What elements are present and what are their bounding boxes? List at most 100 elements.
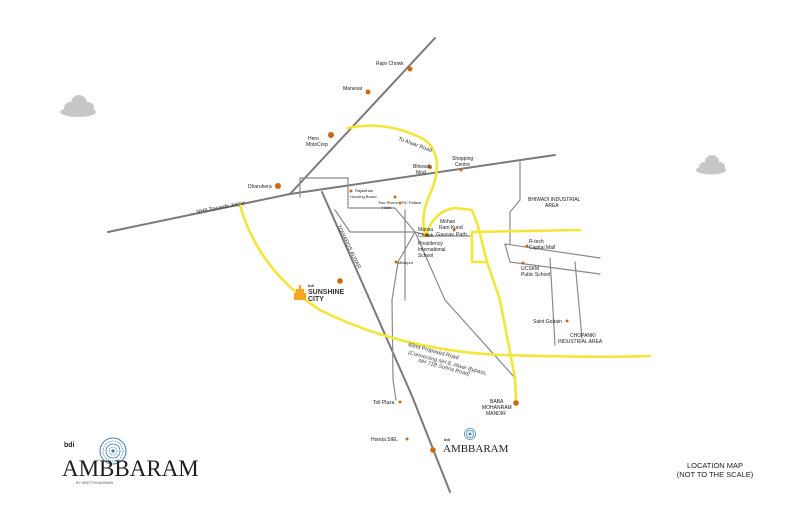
- poi-label: Two Rivers: [378, 200, 398, 205]
- poi-hero-motocorp: Hero MotoCorp: [306, 132, 334, 148]
- poi-marker: [405, 437, 409, 441]
- poi-chopanki-industrial-area: CHOPANKI INDUSTRIAL AREA: [558, 333, 603, 345]
- skyline-icon: [294, 285, 306, 300]
- poi-label: Centre: [455, 162, 470, 168]
- poi-marker: [393, 195, 397, 199]
- poi-label: BABA: [490, 399, 504, 405]
- towards-alwar-label: TOWARDS ALWAR: [335, 224, 361, 270]
- link-road: [346, 124, 439, 238]
- poi-marker: [337, 278, 343, 284]
- poi-mansa-chowk: Mansa Chowk: [418, 227, 434, 239]
- cloud-icon: [696, 155, 726, 175]
- poi-bhiwadi-industrial-area: BHIWADI INDUSTRIAL AREA: [528, 197, 581, 209]
- poi-ambbaram-project: bdi AMBBARAM: [430, 428, 509, 455]
- sunshine-brand: bdi: [308, 283, 314, 288]
- poi-label: Hotel: [382, 205, 391, 210]
- poi-label: Toll Plaza: [373, 400, 395, 406]
- poi-label: Ram Kund: [439, 225, 463, 231]
- gaurav-path-label: Gaurav Path: [436, 232, 467, 238]
- poi-label: Housing Board: [350, 194, 376, 199]
- poi-marker: [513, 400, 519, 406]
- alwar-road: [321, 191, 451, 493]
- poi-label: AREA: [545, 203, 559, 209]
- cloud-icon: [60, 95, 96, 117]
- poi-marker: [398, 201, 402, 205]
- poi-label: Honda SIEL: [371, 437, 398, 443]
- poi-label: Mansa: [418, 227, 433, 233]
- poi-label: BHIWADI INDUSTRIAL: [528, 197, 581, 203]
- poi-label: MOHANRAM: [482, 405, 512, 411]
- link-road-label: To Alwar Road: [397, 136, 432, 154]
- poi-marker: [430, 447, 436, 453]
- brand-title: AMBBARAM: [62, 456, 199, 481]
- poi-marker: [428, 165, 432, 169]
- poi-label: Pubic School: [521, 272, 550, 278]
- caption-title: LOCATION MAP: [686, 461, 744, 470]
- poi-marker: [365, 89, 371, 95]
- poi-saint-gobain: Saint Gobain: [533, 319, 569, 325]
- poi-marker: [452, 228, 456, 232]
- poi-label: MotoCorp: [306, 142, 328, 148]
- poi-baba-mohanram-mandir: BABA MOHANRAM MANDIR: [482, 399, 519, 417]
- poi-label: Manesar: [343, 86, 363, 92]
- poi-marker: [565, 319, 569, 323]
- brand-name: bdi: [64, 442, 75, 449]
- poi-marker: [328, 132, 334, 138]
- poi-bhiwadi-mod: Bhiwadi Mod: [413, 164, 432, 176]
- highlight-roads: [238, 124, 652, 402]
- poi-label: Bhiwadi: [413, 164, 431, 170]
- poi-rajiv-chowk: Rajiv Chowk: [376, 61, 413, 72]
- poi-sunshine-city: bdi SUNSHINE CITY: [294, 278, 345, 303]
- poi-label: Rajasthan: [355, 188, 373, 193]
- map-caption: LOCATION MAP (NOT TO THE SCALE): [660, 461, 770, 479]
- project-brand: bdi: [444, 437, 450, 442]
- ambbaram-emblem-icon: [464, 428, 476, 440]
- sunshine-city-logo: bdi SUNSHINE CITY: [294, 283, 345, 303]
- poi-label: International: [418, 247, 446, 253]
- poi-label: UCSKM: [521, 266, 539, 272]
- peripheral-road: [238, 203, 652, 359]
- poi-marker: [407, 66, 413, 72]
- poi-label: Capital Mall: [529, 245, 555, 251]
- inner-link: [485, 260, 518, 402]
- poi-label: Milakpur: [398, 260, 414, 265]
- poi-rtech-capital-mall: R-tech Capital Mall: [525, 239, 555, 251]
- poi-marker: [521, 261, 525, 265]
- poi-label: Mod: [416, 170, 426, 176]
- brand-logo: bdi AMBBARAM BY MEETTHI ANGMAN: [62, 437, 199, 485]
- poi-two-rivers-hotel: Two Rivers Hotel: [378, 195, 398, 210]
- poi-dharuhera: Dharuhera: [248, 183, 281, 190]
- poi-label: Chowk: [418, 233, 434, 239]
- nh8-label: ← NH8 Towards Jaipur: [189, 200, 246, 217]
- poi-marker: [275, 183, 281, 189]
- poi-ucskm-school: UCSKM Pubic School: [521, 261, 550, 278]
- poi-label: Hero: [308, 136, 319, 142]
- poi-manesar: Manesar: [343, 86, 371, 95]
- poi-label: School: [418, 253, 433, 259]
- brand-emblem-icon: [99, 437, 127, 465]
- poi-rc-palace: RC Palace: [398, 200, 422, 205]
- poi-presidency-school: Presidency International School: [418, 241, 446, 259]
- sunshine-subtitle: CITY: [308, 296, 324, 303]
- sunshine-title: SUNSHINE: [308, 289, 345, 296]
- nh8-road: [107, 154, 556, 233]
- bhiwadi-link: [423, 206, 582, 264]
- poi-label: Rajiv Chowk: [376, 61, 404, 67]
- poi-marker: [394, 260, 398, 264]
- poi-label: R-tech: [529, 239, 544, 245]
- poi-marker: [425, 233, 429, 237]
- poi-label: RC Palace: [402, 200, 422, 205]
- poi-label: MANDIR: [486, 411, 506, 417]
- poi-shopping-centre: Shopping Centre: [452, 156, 473, 172]
- poi-label: Saint Gobain: [533, 319, 562, 325]
- poi-label: Shopping: [452, 156, 473, 162]
- poi-marker: [459, 168, 463, 172]
- caption-scale-note: (NOT TO THE SCALE): [676, 469, 754, 479]
- poi-label: Dharuhera: [248, 184, 272, 190]
- project-name: AMBBARAM: [443, 443, 509, 455]
- poi-marker: [525, 244, 529, 248]
- poi-label: INDUSTRIAL AREA: [558, 339, 603, 345]
- gurgaon-road: [289, 37, 436, 195]
- road-network: [107, 37, 601, 493]
